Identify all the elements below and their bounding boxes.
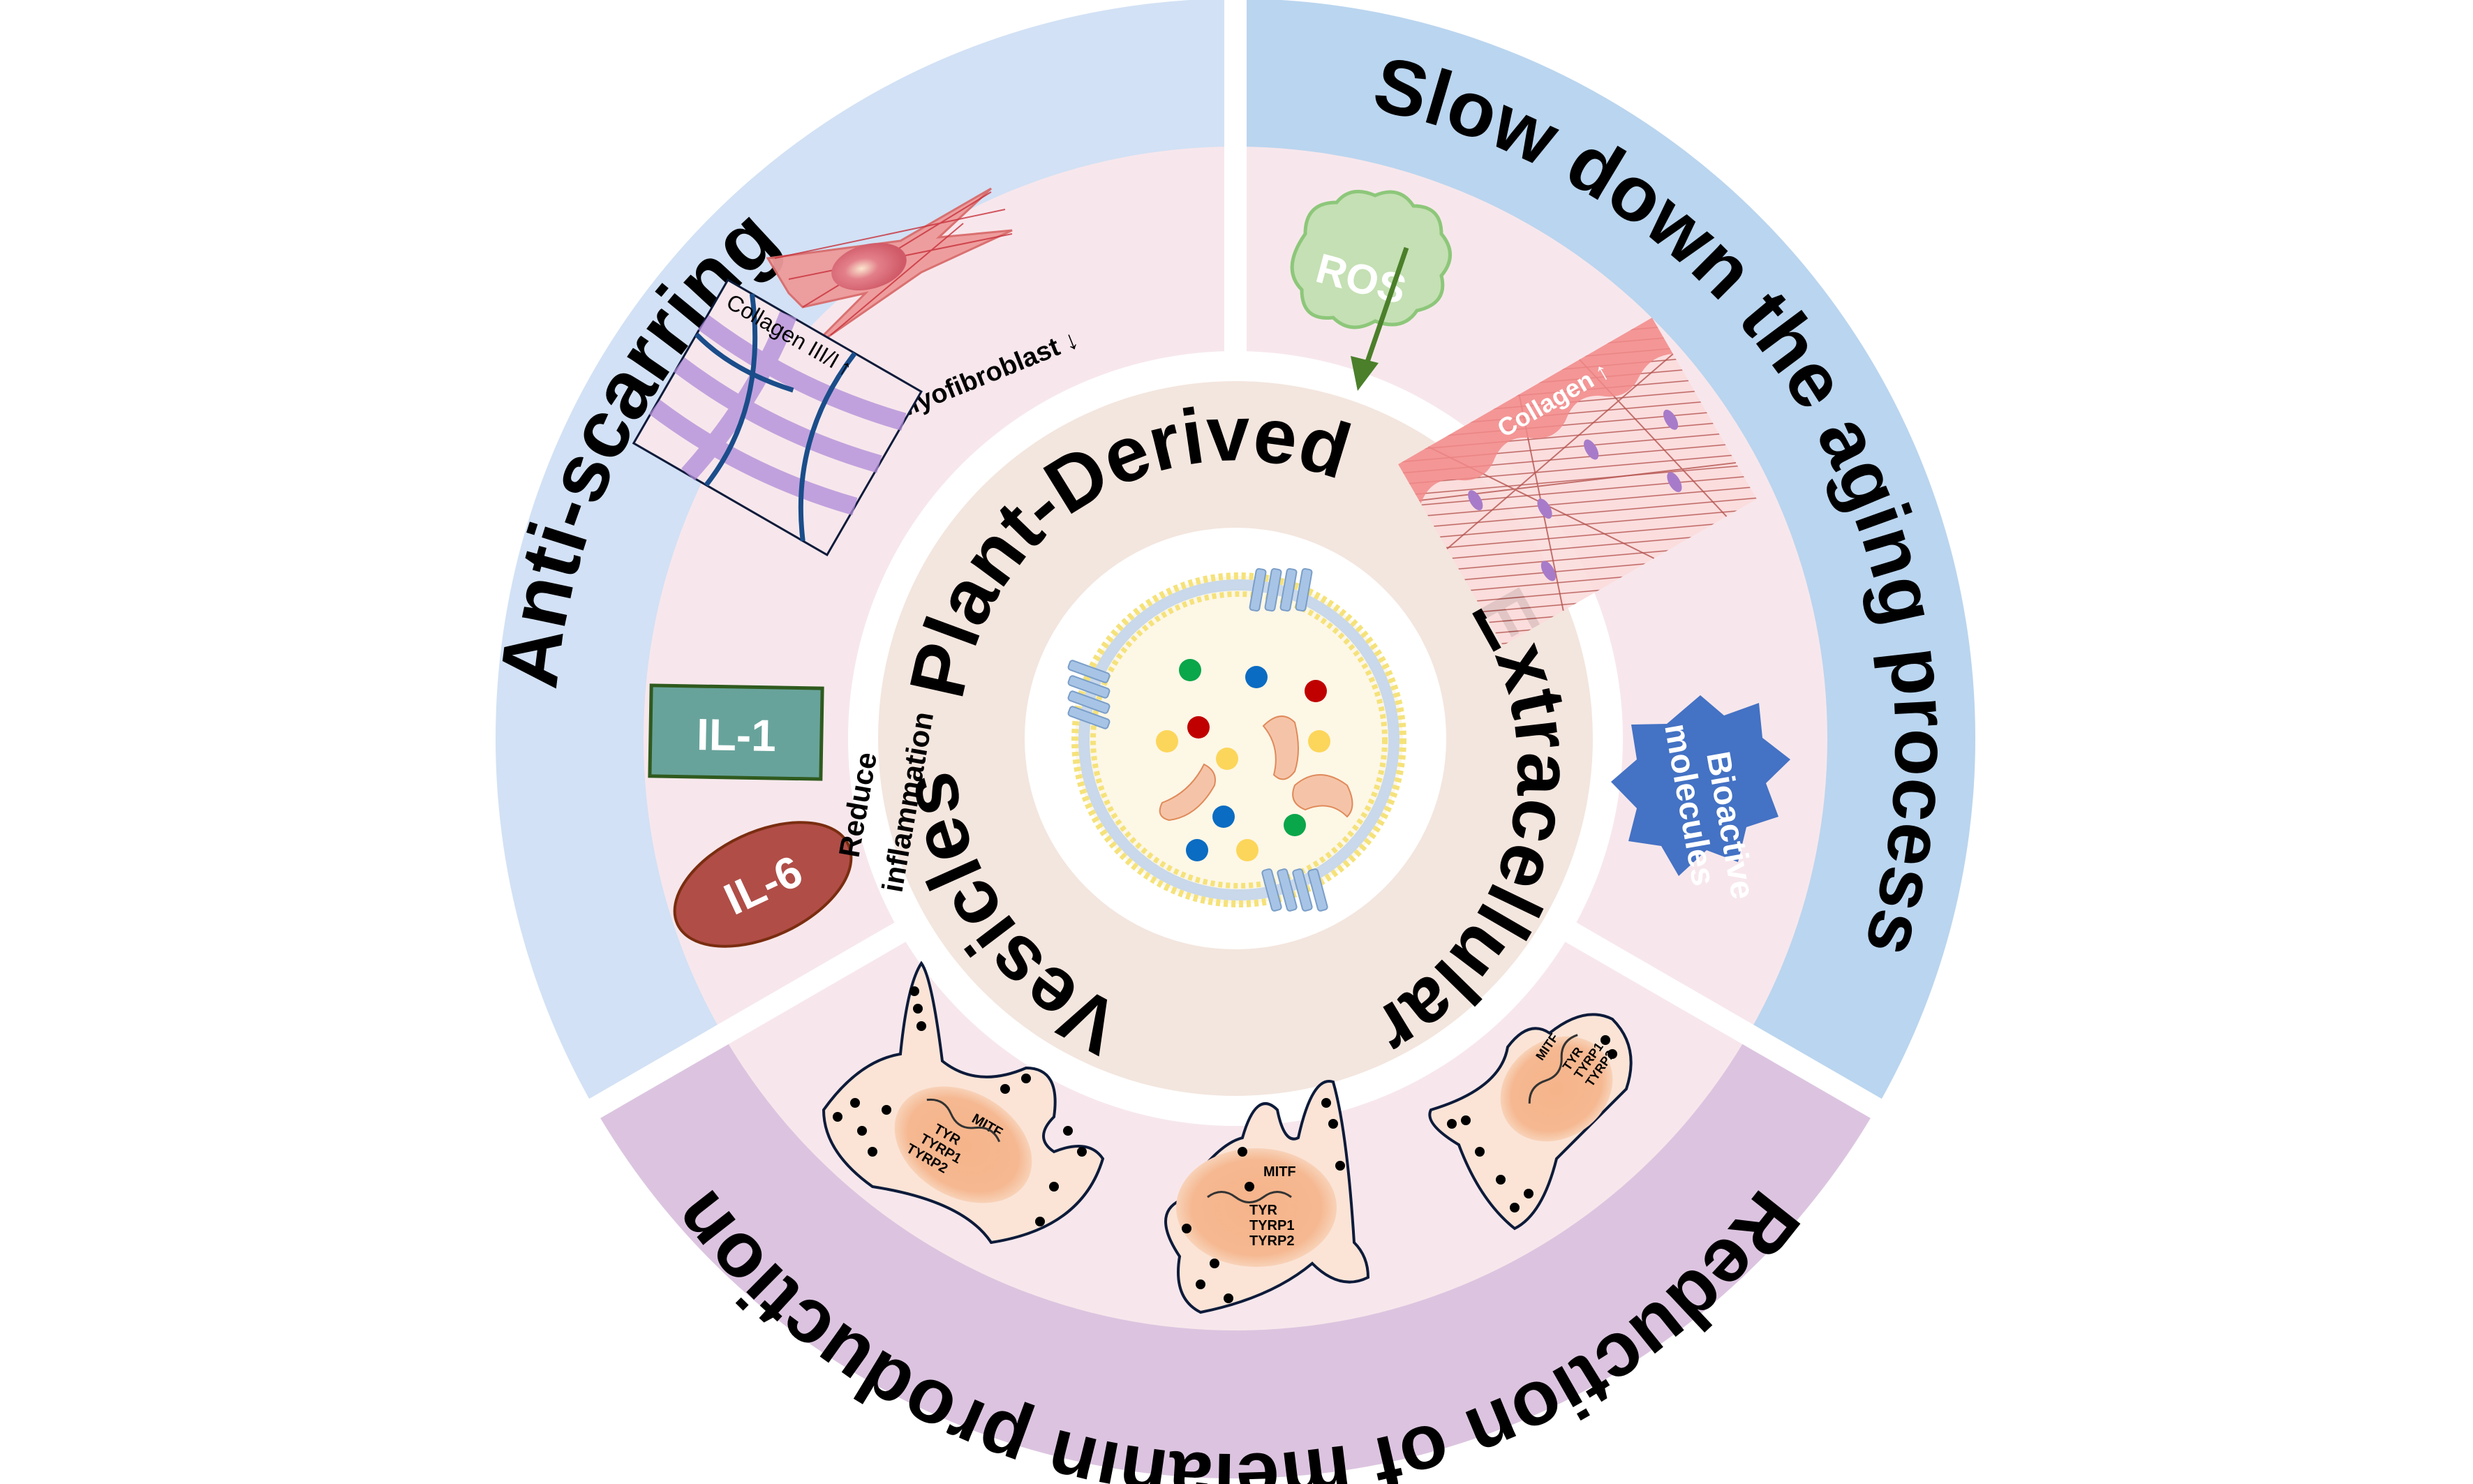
- cargo-dot: [1236, 839, 1258, 861]
- vesicle-membrane-inner: [1090, 591, 1388, 889]
- vesicle-membrane-mid: [1078, 579, 1399, 900]
- melanocyte-cell: [822, 960, 1105, 1245]
- cargo-rna: [1159, 763, 1216, 822]
- ros-arrow: [1351, 246, 1409, 391]
- vesicle-illustration: [1067, 567, 1406, 912]
- collagen-tissue: Collagen↑: [1398, 318, 1757, 646]
- svg-text:TYRP1: TYRP1: [1249, 1218, 1294, 1233]
- il6-badge: IL-6: [673, 821, 853, 948]
- il1-label: IL-1: [696, 709, 776, 761]
- melanocyte-cell: [1428, 1013, 1633, 1231]
- svg-text:TYR: TYR: [1249, 1203, 1278, 1218]
- membrane-protein-bottom: [1261, 868, 1328, 912]
- cargo-dot: [1284, 814, 1306, 836]
- cargo-dot: [1179, 659, 1201, 681]
- membrane-protein-top: [1249, 567, 1313, 612]
- melanosome-dots: [833, 986, 1617, 1303]
- vesicle-cargo: [1156, 659, 1353, 861]
- epidermis-layer: [1398, 318, 1673, 504]
- cargo-dot: [1216, 748, 1238, 770]
- cargo-dot: [1245, 666, 1268, 688]
- svg-text:TYRP2: TYRP2: [1249, 1233, 1294, 1249]
- cargo-dot: [1305, 680, 1327, 702]
- cargo-dot: [1212, 806, 1235, 828]
- il1-badge: IL-1: [648, 683, 824, 781]
- melanocyte-cell: [1164, 1080, 1370, 1314]
- cargo-dot: [1186, 839, 1208, 861]
- membrane-protein-left: [1067, 660, 1111, 729]
- cargo-dot: [1308, 730, 1330, 752]
- cargo-rna: [1262, 715, 1299, 780]
- cargo-dot: [1156, 730, 1178, 752]
- cargo-dot: [1187, 716, 1210, 739]
- ros-cloud: ROS: [1290, 189, 1452, 329]
- cargo-rna: [1292, 774, 1353, 818]
- gene-labels-cell2: MITF TYR TYRP1 TYRP2: [1207, 1164, 1296, 1249]
- svg-text:MITF: MITF: [1263, 1164, 1296, 1180]
- collagen-fiber-box: Collagen III/I↑: [632, 279, 923, 556]
- myofibroblast-nucleus: [831, 242, 907, 291]
